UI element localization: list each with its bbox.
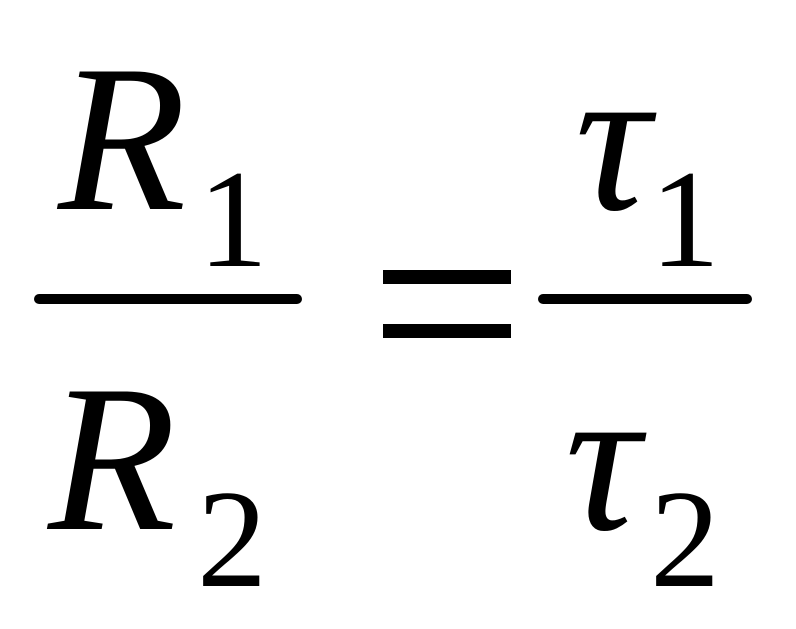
left-denominator-symbol: R xyxy=(48,343,177,575)
equals-top-line xyxy=(383,270,511,284)
left-numerator-symbol: R xyxy=(58,23,187,255)
right-numerator-symbol: τ xyxy=(575,23,651,255)
equals-bottom-line xyxy=(383,324,511,338)
right-fraction-bar xyxy=(538,294,752,304)
left-numerator-subscript: 1 xyxy=(198,142,268,297)
right-denominator-symbol: τ xyxy=(565,343,641,575)
left-denominator-subscript: 2 xyxy=(197,462,267,617)
right-numerator-subscript: 1 xyxy=(650,142,720,297)
left-fraction-bar xyxy=(34,294,302,304)
right-denominator-subscript: 2 xyxy=(650,462,720,617)
